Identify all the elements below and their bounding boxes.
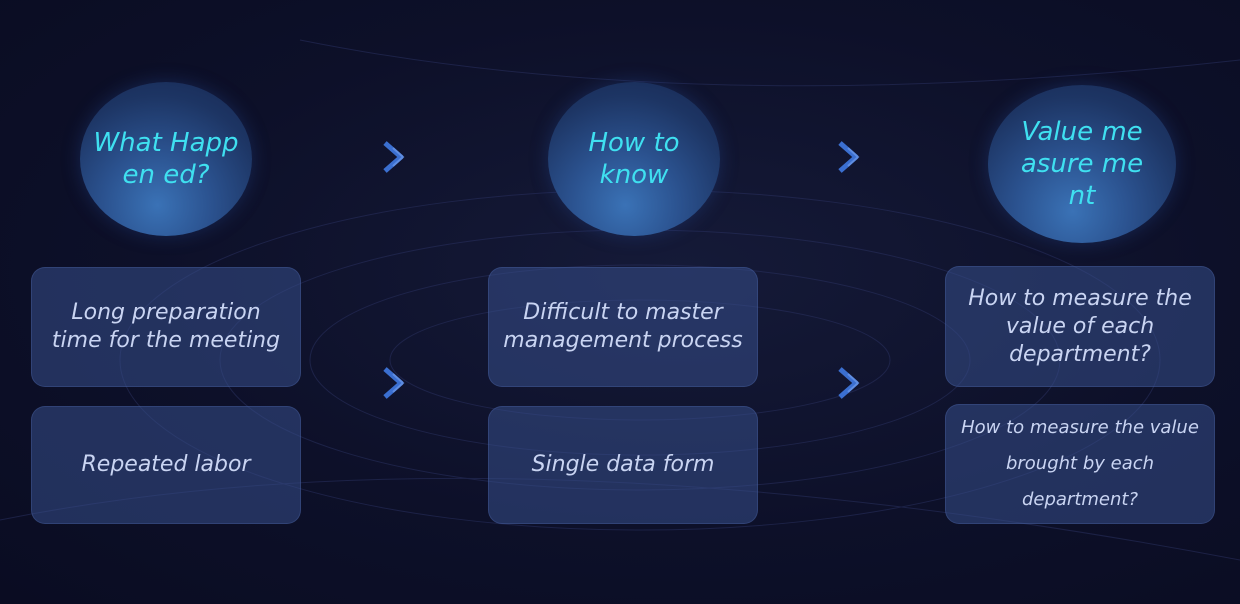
issue-text: Difficult to master management process <box>503 300 743 353</box>
issue-text: Long preparation time for the meeting <box>51 300 281 353</box>
issue-text: Single data form <box>531 452 715 477</box>
issue-text: How to measure the value of each departm… <box>968 285 1192 367</box>
column-how-to-know: How to know Difficult to master manageme… <box>488 0 758 604</box>
circle-what-happened: What Happen ed? <box>80 82 252 236</box>
circle-value-measurement: Value measure ment <box>988 85 1176 243</box>
circle-title: How to know <box>588 128 680 190</box>
circle-how-to-know: How to know <box>548 82 720 236</box>
issue-box-primary: Long preparation time for the meeting <box>31 267 301 387</box>
circle-title: Value measure ment <box>1020 117 1144 211</box>
chevron-right-icon <box>383 141 405 173</box>
circle-title: What Happen ed? <box>93 128 239 190</box>
issue-text: Repeated labor <box>81 452 251 477</box>
issue-text: How to measure the value brought by each… <box>961 417 1199 510</box>
chevron-right-icon <box>838 367 860 399</box>
issue-box-primary: Difficult to master management process <box>488 267 758 387</box>
issue-box-secondary: How to measure the value brought by each… <box>945 404 1215 524</box>
chevron-right-icon <box>838 141 860 173</box>
issue-box-secondary: Repeated labor <box>31 406 301 524</box>
issue-box-primary: How to measure the value of each departm… <box>945 266 1215 387</box>
issue-box-secondary: Single data form <box>488 406 758 524</box>
chevron-right-icon <box>383 367 405 399</box>
column-what-happened: What Happen ed? Long preparation time fo… <box>31 0 301 604</box>
column-value-measurement: Value measure ment How to measure the va… <box>945 0 1215 604</box>
